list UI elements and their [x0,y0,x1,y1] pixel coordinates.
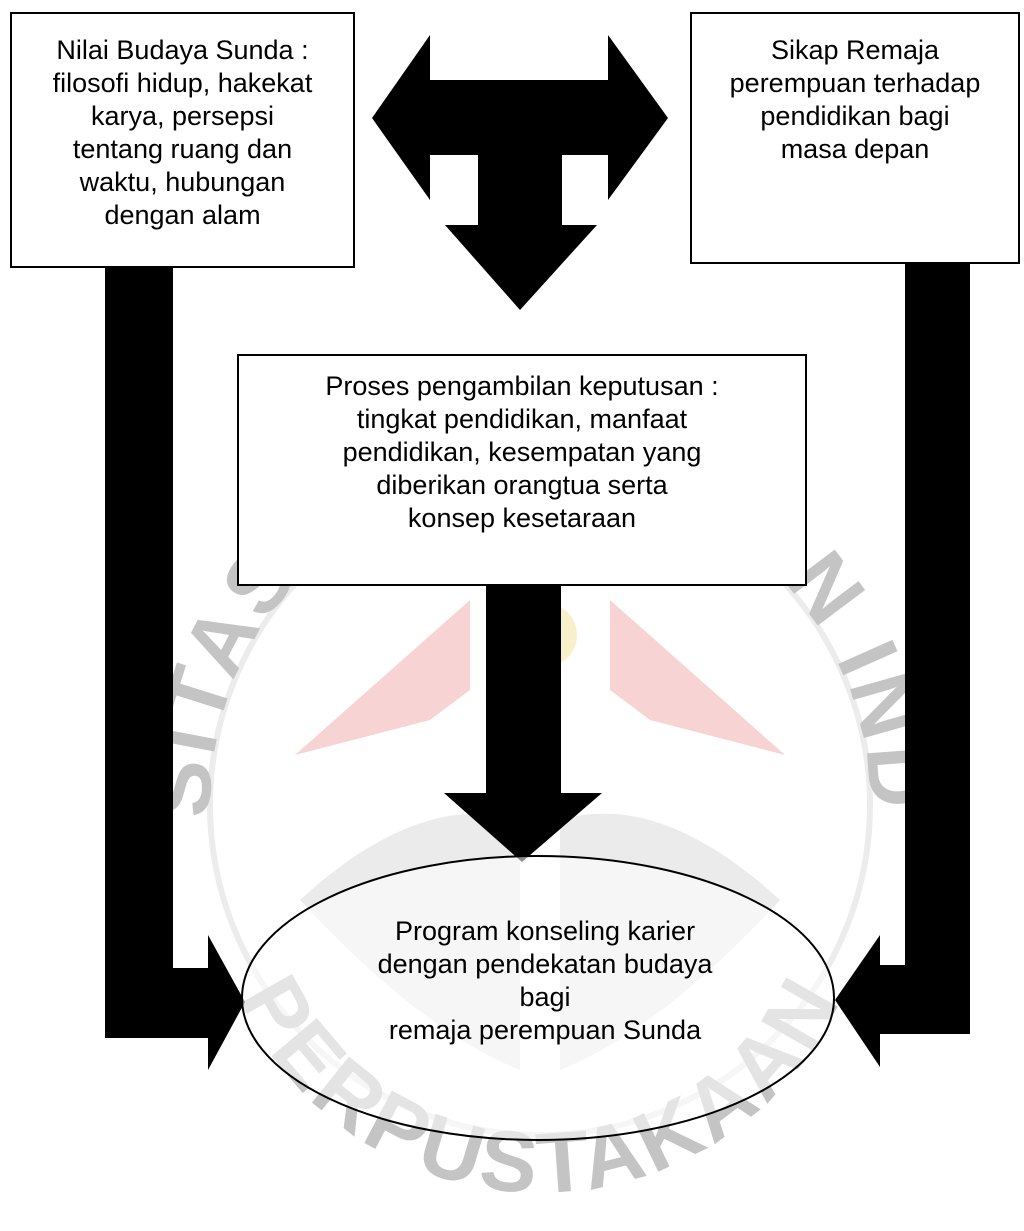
left-connector-arrow [105,268,245,1070]
watermark-red-wing-right [610,600,785,755]
right-connector-arrow [835,264,970,1067]
center-down-arrow [444,586,602,862]
watermark-red-wing-left [295,600,470,755]
program-ellipse [241,855,835,1141]
decision-process-box: Proses pengambilan keputusan : tingkat p… [237,354,807,586]
t-shape-arrow [372,35,668,310]
program-label: Program konseling karier dengan pendekat… [377,916,713,1045]
sundanese-values-box: Nilai Budaya Sunda : filosofi hidup, hak… [10,12,355,268]
adolescent-attitude-box: Sikap Remaja perempuan terhadap pendidik… [690,12,1020,264]
